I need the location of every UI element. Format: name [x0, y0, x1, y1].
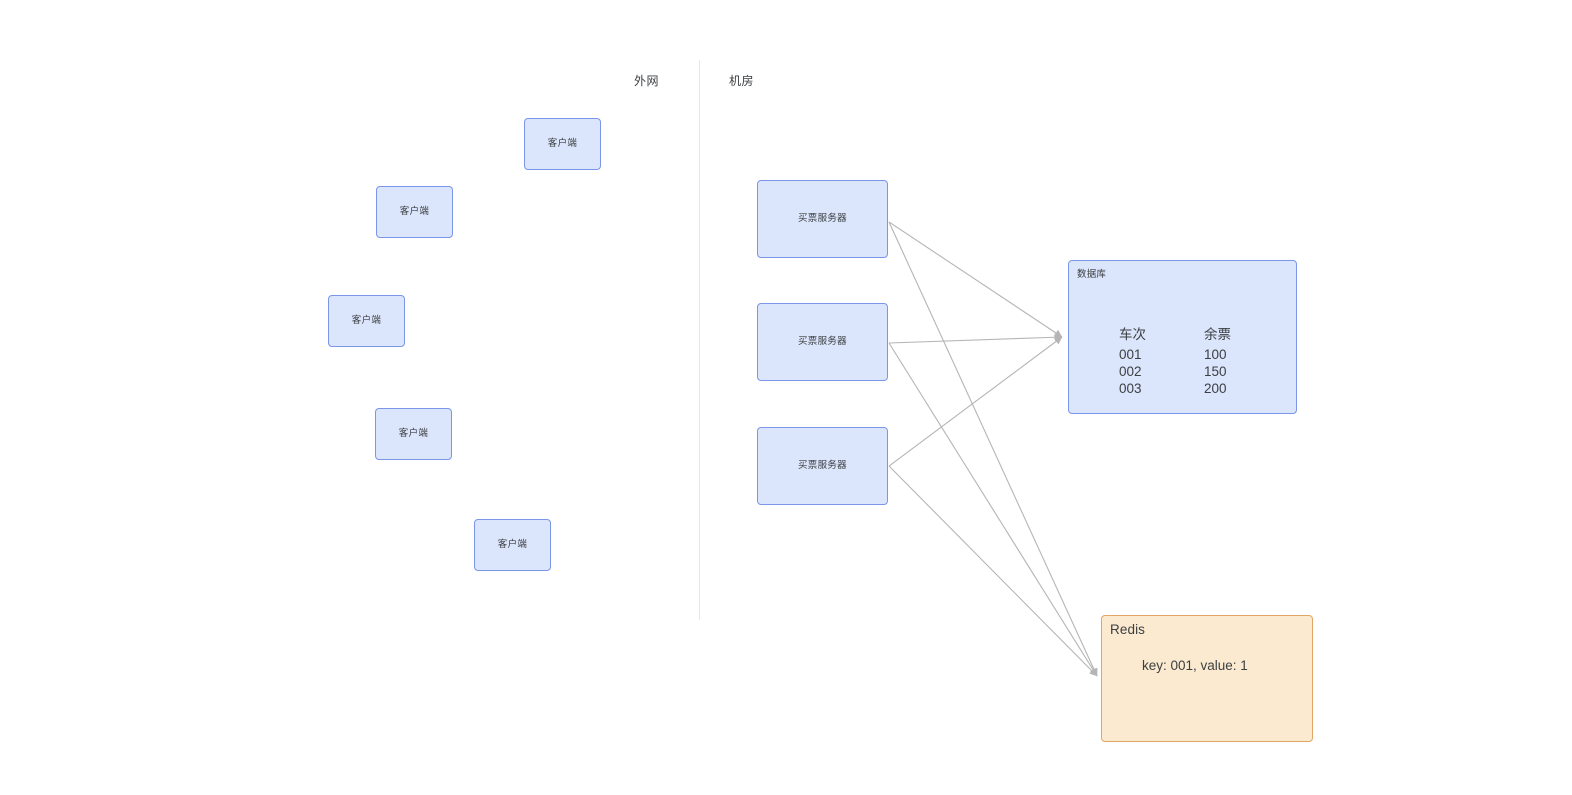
- cell-remaining-tickets: 100: [1204, 347, 1227, 362]
- edge-server2-to-redis: [888, 342, 1098, 677]
- client-node-5-label: 客户端: [497, 538, 528, 550]
- cell-remaining-tickets: 150: [1204, 364, 1227, 379]
- ticket-server-node-3[interactable]: 买票服务器: [757, 427, 888, 505]
- redis-node[interactable]: Redis key: 001, value: 1: [1101, 615, 1313, 742]
- client-node-4-label: 客户端: [398, 427, 429, 439]
- edge-server3-to-redis: [888, 465, 1098, 677]
- zone-label-datacenter: 机房: [729, 74, 755, 88]
- table-row: 001 100: [1119, 346, 1289, 363]
- client-node-4[interactable]: 客户端: [375, 408, 452, 460]
- database-table: 车次 余票 001 100 002 150 003 200: [1119, 323, 1289, 397]
- client-node-1[interactable]: 客户端: [524, 118, 601, 170]
- zone-divider: [699, 60, 700, 620]
- table-header-row: 车次 余票: [1119, 323, 1289, 346]
- database-node-title: 数据库: [1077, 269, 1107, 280]
- database-node[interactable]: 数据库 车次 余票 001 100 002 150 003 2: [1068, 260, 1297, 414]
- cell-train-no: 002: [1119, 364, 1142, 379]
- edge-server3-to-database: [888, 336, 1063, 467]
- client-node-3[interactable]: 客户端: [328, 295, 405, 347]
- client-node-1-label: 客户端: [547, 137, 578, 149]
- client-node-5[interactable]: 客户端: [474, 519, 551, 571]
- redis-key-value-entry: key: 001, value: 1: [1142, 658, 1248, 673]
- edge-server1-to-redis: [888, 221, 1098, 677]
- cell-train-no: 003: [1119, 381, 1142, 396]
- ticket-server-node-2-label: 买票服务器: [797, 335, 847, 347]
- edge-server1-to-database: [888, 221, 1063, 338]
- column-header-train-no: 车次: [1119, 327, 1146, 342]
- ticket-server-node-1-label: 买票服务器: [797, 212, 847, 224]
- zone-label-external: 外网: [634, 74, 660, 88]
- client-node-3-label: 客户端: [351, 314, 382, 326]
- cell-remaining-tickets: 200: [1204, 381, 1227, 396]
- edge-server2-to-database: [888, 333, 1063, 344]
- redis-node-title: Redis: [1110, 622, 1146, 637]
- cell-train-no: 001: [1119, 347, 1142, 362]
- client-node-2-label: 客户端: [399, 205, 430, 217]
- table-row: 003 200: [1119, 380, 1289, 397]
- column-header-remaining-tickets: 余票: [1204, 327, 1231, 342]
- ticket-server-node-1[interactable]: 买票服务器: [757, 180, 888, 258]
- table-row: 002 150: [1119, 363, 1289, 380]
- ticket-server-node-2[interactable]: 买票服务器: [757, 303, 888, 381]
- client-node-2[interactable]: 客户端: [376, 186, 453, 238]
- ticket-server-node-3-label: 买票服务器: [797, 459, 847, 471]
